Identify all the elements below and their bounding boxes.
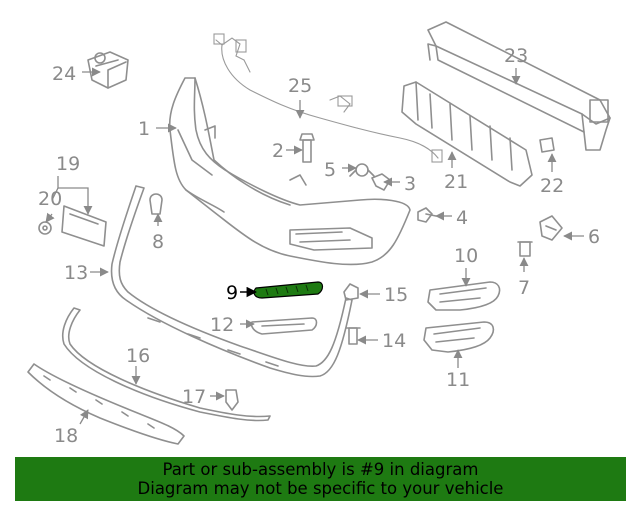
callout-8: 8 (152, 231, 164, 253)
part-24-sensor-bracket (87, 51, 129, 89)
part-10-bezel-right (427, 281, 501, 311)
part-4-bolt (417, 207, 437, 223)
part-8-plug (149, 193, 163, 215)
callout-24: 24 (52, 63, 76, 85)
info-banner: Part or sub-assembly is #9 in diagram Di… (15, 457, 626, 501)
part-15-clip (343, 283, 359, 301)
part-5-clip (349, 163, 375, 177)
callout-14: 14 (382, 330, 406, 352)
part-9-lower-grille-highlighted (253, 281, 324, 299)
part-12-grille-insert (250, 317, 318, 335)
callout-20: 20 (38, 188, 62, 210)
part-16-lower-strip (61, 307, 271, 422)
callout-1: 1 (138, 118, 150, 140)
part-17-clip (225, 389, 239, 411)
part-6-clip (539, 215, 563, 241)
callout-16: 16 (126, 345, 150, 367)
callout-10: 10 (454, 245, 478, 267)
callout-3: 3 (404, 173, 416, 195)
part-22-bracket (539, 137, 555, 153)
callout-6: 6 (588, 226, 600, 248)
callout-22: 22 (540, 175, 564, 197)
part-7-bolt (517, 241, 533, 257)
callout-17: 17 (182, 386, 206, 408)
callout-19: 19 (56, 153, 80, 175)
callout-23: 23 (504, 45, 528, 67)
part-23-reinforcement-beam (427, 21, 611, 151)
part-1-bumper-cover (168, 77, 411, 266)
callout-9-highlighted: 9 (226, 282, 238, 304)
banner-line-part-number: Part or sub-assembly is #9 in diagram (162, 460, 479, 479)
part-13-lower-cover (110, 185, 353, 378)
callout-18: 18 (54, 425, 78, 447)
part-19-license-bracket (61, 205, 107, 247)
leader-lines (45, 67, 584, 425)
callout-25: 25 (288, 75, 312, 97)
callout-7: 7 (518, 277, 530, 299)
part-14-bolt (345, 327, 361, 345)
callout-13: 13 (64, 262, 88, 284)
part-20-screw (38, 221, 52, 235)
parts-diagram: 24 1 25 2 5 3 21 23 22 19 20 8 4 6 7 13 … (27, 21, 611, 447)
part-2-bolt (299, 133, 315, 163)
callout-5: 5 (324, 159, 336, 181)
callout-2: 2 (272, 140, 284, 162)
callout-21: 21 (444, 171, 468, 193)
part-21-energy-absorber (401, 81, 533, 187)
part-11-bezel-left (423, 321, 495, 353)
callout-12: 12 (210, 314, 234, 336)
callout-15: 15 (384, 284, 408, 306)
callout-labels: 24 1 25 2 5 3 21 23 22 19 20 8 4 6 7 13 … (38, 45, 600, 447)
callout-11: 11 (446, 369, 470, 391)
part-18-skid-strip (27, 363, 185, 445)
part-25-wiring-harness (213, 33, 443, 163)
banner-line-disclaimer: Diagram may not be specific to your vehi… (137, 479, 504, 498)
callout-4: 4 (456, 207, 468, 229)
